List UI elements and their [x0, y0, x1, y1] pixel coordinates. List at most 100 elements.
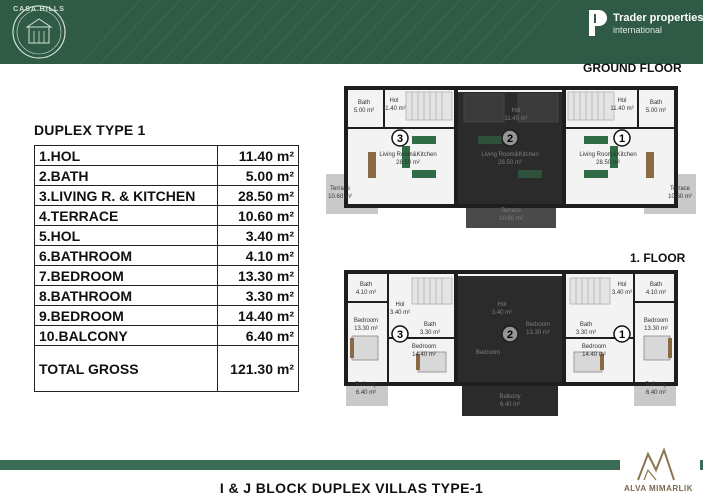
room-area: 11.40 m² [217, 145, 299, 166]
duplex-type-title: DUPLEX TYPE 1 [34, 122, 146, 138]
gf-bath-area: 5.00 m² [354, 108, 374, 114]
first-floor-plan: Bath 4.10 m² Hol 3.40 m² Bedroom 13.30 m… [344, 270, 678, 416]
gf-living-area-1: 28.50 m² [596, 160, 620, 166]
alva-logo-icon [637, 447, 675, 481]
gf-living-area-3: 28.50 m² [396, 160, 420, 166]
ff-hol-label-right: Hol [617, 282, 626, 288]
alva-mimarlik-logo [620, 440, 700, 500]
total-area: 121.30 m² [217, 345, 299, 392]
ff-bedroom1-label-right: Bedroom [644, 318, 668, 324]
gf-hol-area-right: 11.40 m² [610, 106, 633, 112]
room-name: 7.BEDROOM [33, 265, 219, 286]
ff-unit-2: 2 [507, 329, 513, 341]
trader-logo-icon [589, 10, 607, 36]
header-band: CASA HILLS Trader properties internation… [0, 0, 703, 64]
ff-bedroom-area-mid: 13.30 m² [526, 330, 550, 336]
casa-hills-logo-text: CASA HILLS [13, 6, 65, 13]
ff-bath-area: 4.10 m² [356, 290, 376, 296]
ground-floor-label: GROUND FLOOR [583, 61, 682, 75]
room-area: 13.30 m² [217, 265, 299, 286]
gf-bath-area-right: 5.00 m² [646, 108, 666, 114]
room-name: 9.BEDROOM [33, 305, 219, 326]
ground-floor-plan: Bath 5.00 m² Hol 11.40 m² Living Room&Ki… [326, 86, 696, 228]
room-area: 3.30 m² [217, 285, 299, 306]
room-area: 10.60 m² [217, 205, 299, 226]
balcony-middle [462, 382, 558, 416]
brand-block: Trader properties international [585, 8, 703, 38]
gf-unit-2: 2 [507, 133, 513, 145]
ff-bedroom2-area: 14.40 m² [412, 352, 436, 358]
ff-unit-markers: 3 2 1 [391, 325, 631, 343]
gf-unit-1: 1 [619, 133, 625, 145]
ff-bedroom-label-mid: Bedroom [526, 322, 550, 328]
ff-balkony-area-left: 6.40 m² [356, 390, 376, 396]
ff-bedroom1-area-right: 13.30 m² [644, 326, 668, 332]
ff-balkony-label-right: Balkony [645, 382, 666, 388]
ff-balkony-area-mid: 6.40 m² [500, 402, 520, 408]
gf-unit-markers: 3 2 1 [391, 129, 631, 147]
gf-hol-area: 11.40 m² [382, 106, 405, 112]
room-name: 4.TERRACE [33, 205, 219, 226]
gf-living-area-2: 28.50 m² [498, 160, 522, 166]
gf-terrace-area-mid: 10.60 m² [499, 216, 523, 222]
header-pattern [79, 0, 561, 64]
gf-terrace-label-mid: Terrace [501, 208, 522, 214]
ff-unit-1: 1 [619, 329, 625, 341]
gf-hol-label: Hol [389, 98, 398, 104]
ff-balkony-area-right: 6.40 m² [646, 390, 666, 396]
room-area: 3.40 m² [217, 225, 299, 246]
room-name: 6.BATHROOM [33, 245, 219, 266]
room-area: 14.40 m² [217, 305, 299, 326]
brand-name: Trader properties [613, 12, 703, 24]
ff-hol-area-mid: 3.40 m² [492, 310, 512, 316]
ff-balkony-label-mid: Balkony [499, 394, 520, 400]
room-name: 10.BALCONY [33, 325, 219, 346]
gf-terrace-label-left: Terrace [330, 186, 351, 192]
ff-bath-label-right: Bath [650, 282, 662, 288]
ff-bath-area-right: 4.10 m² [646, 290, 666, 296]
room-name: 5.HOL [33, 225, 219, 246]
gf-living-label-1: Living Room&Kitchen [579, 152, 636, 158]
ff-hol-label: Hol [395, 302, 404, 308]
gf-hol-area-mid: 11.40 m² [504, 116, 527, 122]
ff-bath-label: Bath [360, 282, 372, 288]
ff-bath2-label: Bath [424, 322, 436, 328]
room-name: 8.BATHROOM [33, 285, 219, 306]
gf-terrace-area-left: 10.60 m² [328, 194, 352, 200]
room-name: 1.HOL [33, 145, 219, 166]
ff-bedroom1-label: Bedroom [354, 318, 378, 324]
gf-unit-3: 3 [397, 133, 403, 145]
gf-bath-label: Bath [358, 100, 370, 106]
footer-bar [0, 460, 703, 470]
ff-bath2-area: 3.30 m² [420, 330, 440, 336]
gf-bath-label-right: Bath [650, 100, 662, 106]
ff-unit-3: 3 [397, 329, 403, 341]
room-name: 3.LIVING R. & KITCHEN [33, 185, 219, 206]
gf-hol-label-mid: Hol [511, 108, 520, 114]
ff-bath2-label-right: Bath [580, 322, 592, 328]
ff-bedroom2-label: Bedroom [412, 344, 436, 350]
ff-bedroom2-area-right: 14.40 m² [582, 352, 606, 358]
ff-hol-area: 3.40 m² [390, 310, 410, 316]
ff-hol-area-right: 3.40 m² [612, 290, 632, 296]
gf-terrace-area-right: 10.60 m² [668, 194, 692, 200]
gf-living-label-3: Living Room&Kitchen [379, 152, 436, 158]
room-area: 28.50 m² [217, 185, 299, 206]
brand-subtitle: international [613, 25, 663, 35]
gf-hol-label-right: Hol [617, 98, 626, 104]
ff-hol-label-mid: Hol [497, 302, 506, 308]
alva-mimarlik-name: ALVA MIMARLIK [624, 484, 694, 493]
room-name: 2.BATH [33, 165, 219, 186]
casa-hills-logo [12, 5, 66, 59]
total-label: TOTAL GROSS [33, 345, 219, 392]
